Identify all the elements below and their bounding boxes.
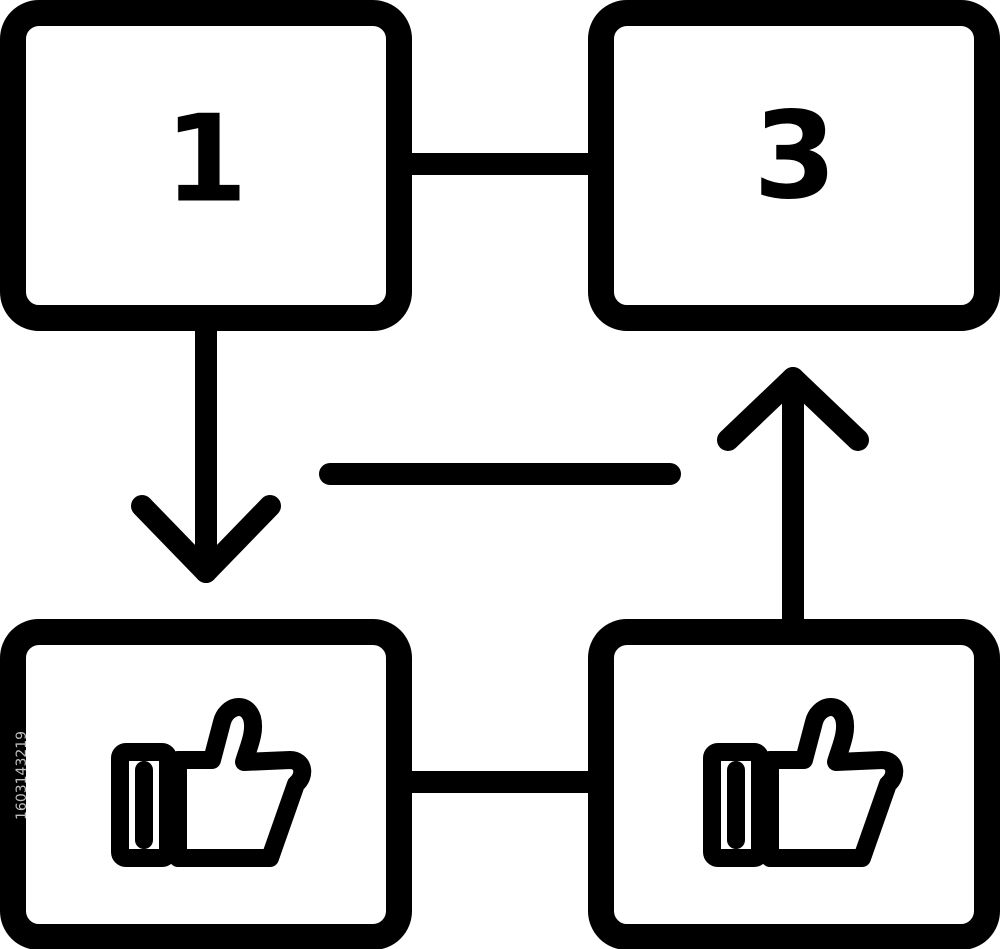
box-label-1: 1 xyxy=(164,91,248,230)
box-approval-left xyxy=(0,619,412,949)
arrow-up-icon xyxy=(717,367,869,645)
box-step-1: 1 xyxy=(0,0,412,331)
thumbs-up-icon xyxy=(111,698,312,867)
watermark-id: 1603143219 xyxy=(14,731,30,820)
box-label-3: 3 xyxy=(753,88,837,227)
arrow-down-icon xyxy=(131,307,281,583)
box-step-3: 3 xyxy=(588,0,1000,331)
thumbs-up-icon xyxy=(703,698,904,867)
box-approval-right xyxy=(588,619,1000,949)
